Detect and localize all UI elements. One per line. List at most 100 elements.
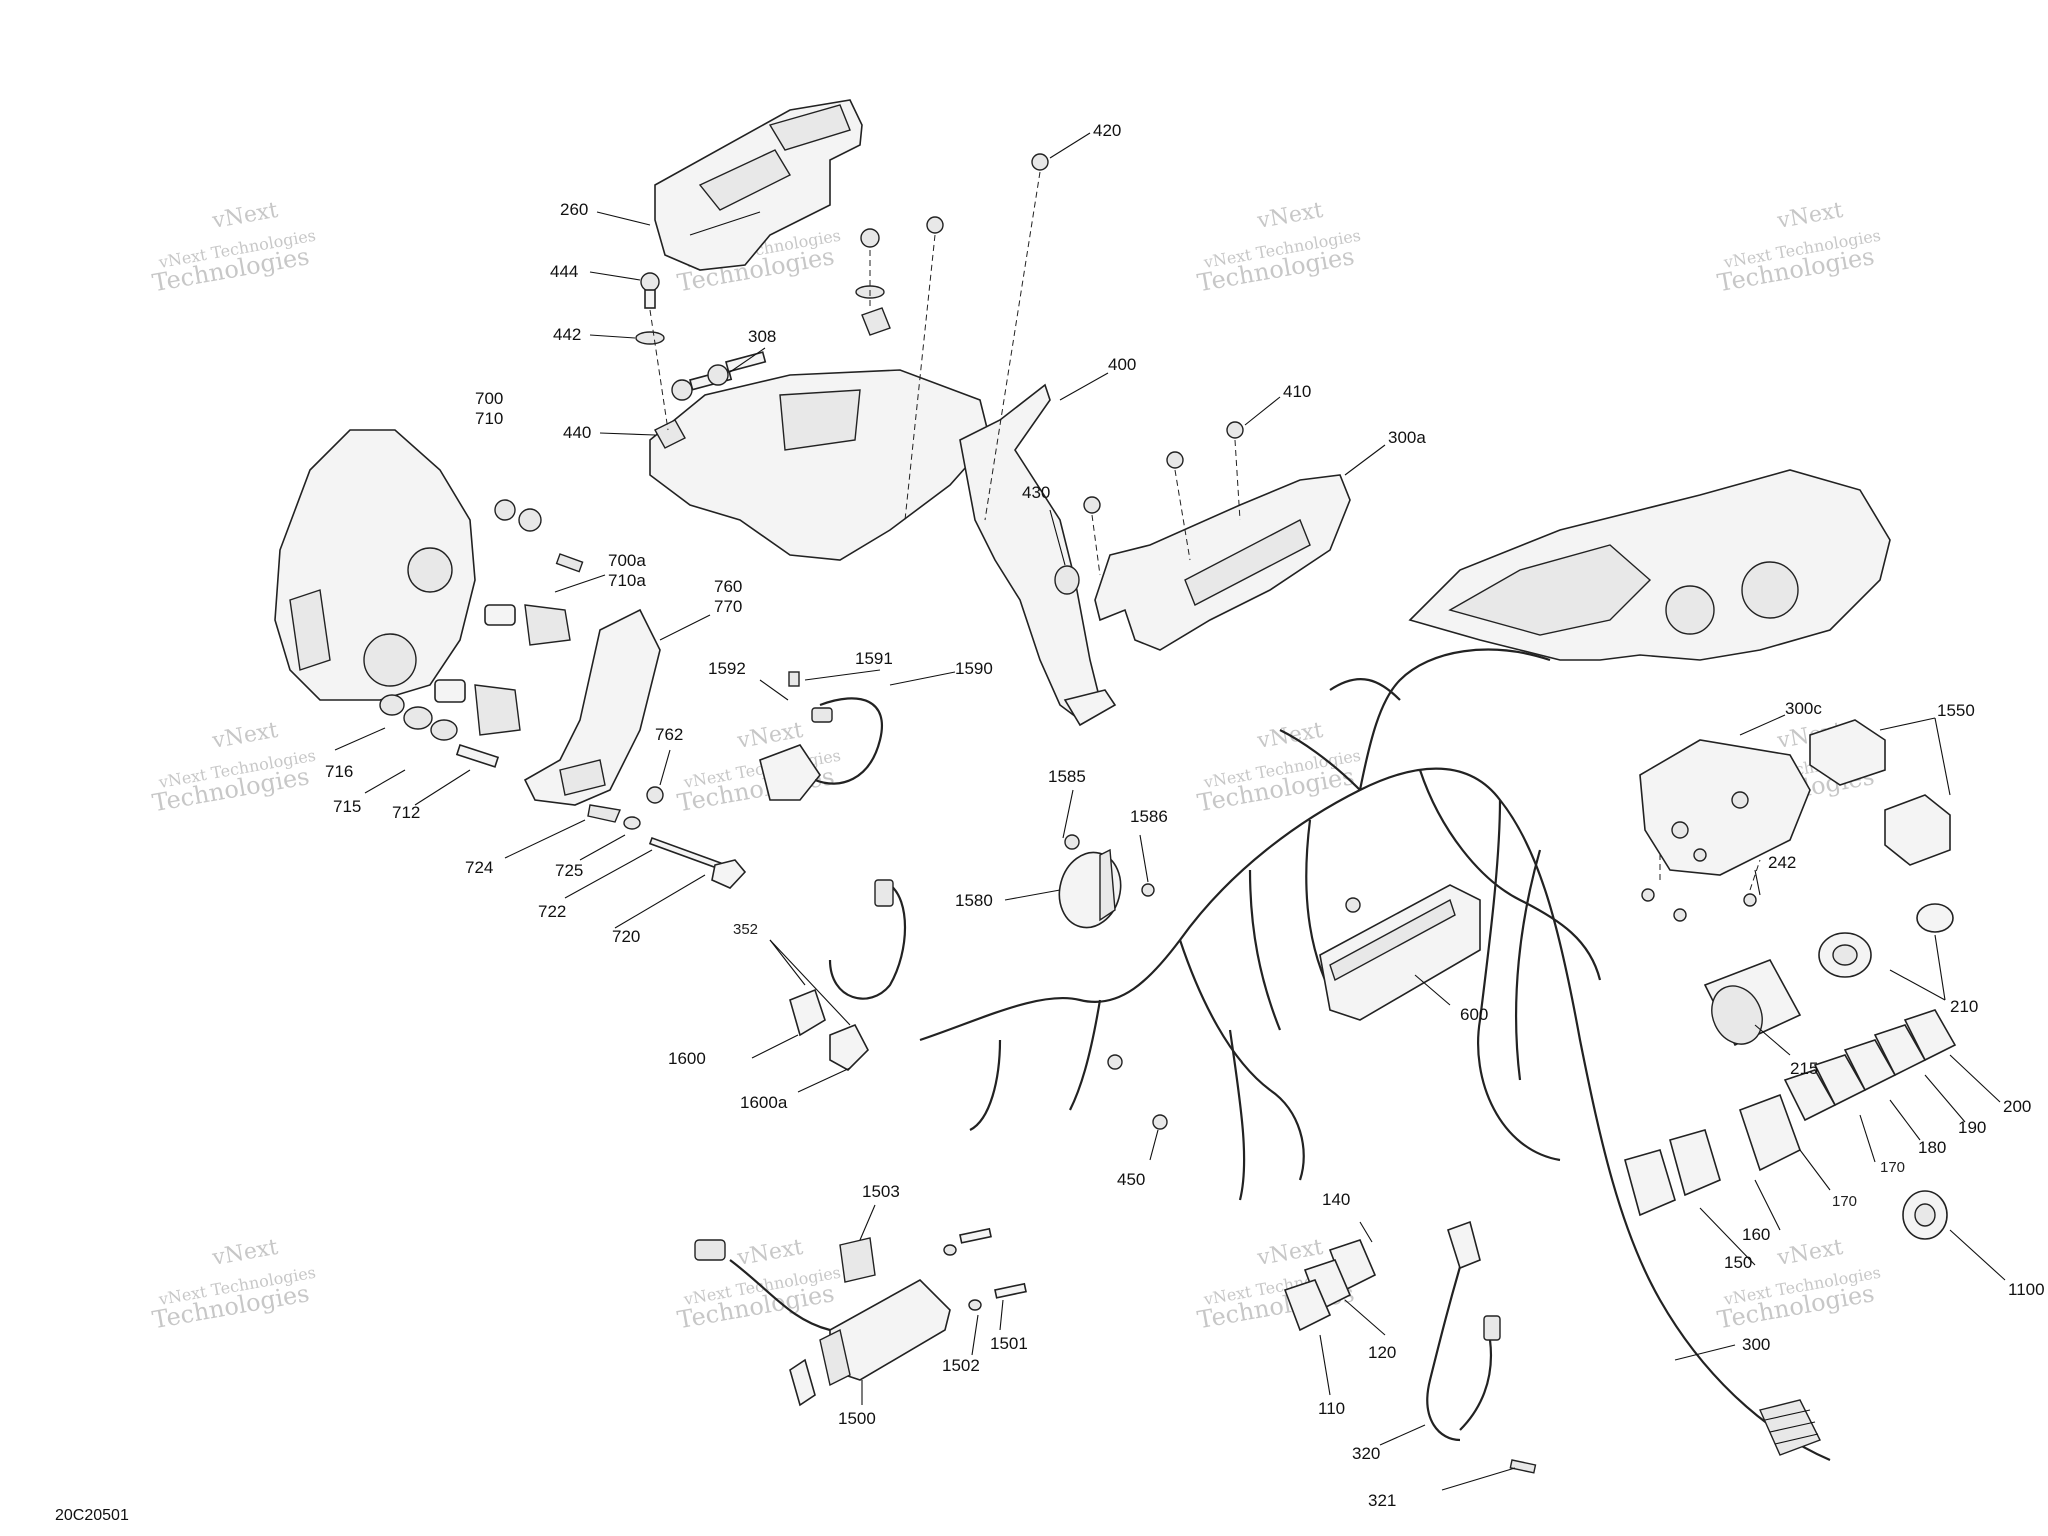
- callout-215: 215: [1790, 1059, 1818, 1078]
- spacer-washers-715: [379, 694, 500, 768]
- watermark: vNext vNext Technologies Technologies: [150, 1235, 317, 1334]
- headlight-left-700: [274, 429, 584, 701]
- callout-710: 710: [475, 409, 503, 428]
- fasteners-top: [635, 153, 1361, 1130]
- bulb-socket-700a: [434, 604, 571, 736]
- callout-712: 712: [392, 803, 420, 822]
- watermark: vNext vNext Technologies Technologies: [150, 198, 317, 297]
- callout-700: 700: [475, 389, 503, 408]
- callout-724: 724: [465, 858, 493, 877]
- switches-row: [1738, 1009, 1957, 1172]
- alignment-lines: [649, 171, 1761, 891]
- relay-plate-300a: [1094, 474, 1351, 651]
- main-wiring-harness: [919, 648, 1831, 1462]
- harness-lead-352: [789, 879, 906, 1071]
- svg-text:vNext: vNext: [1255, 1235, 1325, 1271]
- callout-400: 400: [1108, 355, 1136, 374]
- watermark: vNext vNext Technologies Technologies: [150, 718, 317, 817]
- svg-text:vNext: vNext: [1255, 198, 1325, 234]
- ignition-switch-210: [1818, 903, 1954, 978]
- diagram-reference-code: 20C20501: [55, 1507, 129, 1524]
- harness-tail-300: [1759, 1399, 1821, 1456]
- relays-1550: [1809, 719, 1951, 866]
- callout-720: 720: [612, 927, 640, 946]
- callout-716: 716: [325, 762, 353, 781]
- watermark: vNext vNext Technologies Technologies: [1715, 198, 1882, 297]
- horn-1580: [1058, 834, 1155, 929]
- instrument-module-600: [1319, 884, 1481, 1021]
- callout-1600: 1600: [668, 1049, 706, 1068]
- console-cover-260: [654, 99, 863, 271]
- callout-352: 352: [733, 921, 758, 938]
- callout-260: 260: [560, 200, 588, 219]
- callout-770: 770: [714, 597, 742, 616]
- callout-242: 242: [1768, 853, 1796, 872]
- callout-722: 722: [538, 902, 566, 921]
- screws-242: [1641, 888, 1757, 922]
- callout-1592: 1592: [708, 659, 746, 678]
- callout-430: 430: [1022, 483, 1050, 502]
- callout-308: 308: [748, 327, 776, 346]
- svg-text:vNext: vNext: [735, 1235, 805, 1271]
- callout-170a: 170: [1880, 1159, 1905, 1176]
- power-outlet-1100: [1902, 1190, 1948, 1240]
- fuse-box-300c: [1639, 739, 1811, 876]
- callout-1503: 1503: [862, 1182, 900, 1201]
- callout-300c: 300c: [1785, 699, 1822, 718]
- callout-700a: 700a: [608, 551, 646, 570]
- callout-725: 725: [555, 861, 583, 880]
- callout-321: 321: [1368, 1491, 1396, 1510]
- watermark: vNext vNext Technologies Technologies: [675, 718, 842, 817]
- callout-1600a: 1600a: [740, 1093, 788, 1112]
- adjuster-screw-set-722: [587, 786, 747, 889]
- sensor-1590: [759, 671, 883, 801]
- callout-420: 420: [1093, 121, 1121, 140]
- sub-harness-320: [1426, 1220, 1537, 1474]
- callout-300: 300: [1742, 1335, 1770, 1354]
- svg-text:vNext: vNext: [210, 718, 280, 754]
- callout-1590: 1590: [955, 659, 993, 678]
- rocker-switches-150: [1624, 1129, 1721, 1217]
- callout-1580: 1580: [955, 891, 993, 910]
- callout-762: 762: [655, 725, 683, 744]
- svg-text:vNext: vNext: [1775, 1235, 1845, 1271]
- callout-320: 320: [1352, 1444, 1380, 1463]
- watermark: vNext vNext Technologies Technologies: [1715, 1235, 1882, 1334]
- headlight-right: [1408, 469, 1891, 661]
- callout-170b: 170: [1832, 1193, 1857, 1210]
- callout-600: 600: [1460, 1005, 1488, 1024]
- svg-text:vNext: vNext: [1775, 198, 1845, 234]
- callout-200: 200: [2003, 1097, 2031, 1116]
- callout-120: 120: [1368, 1343, 1396, 1362]
- callout-110: 110: [1318, 1399, 1345, 1418]
- callout-710a: 710a: [608, 571, 646, 590]
- callout-180: 180: [1918, 1138, 1946, 1157]
- support-bracket-400: [649, 369, 1117, 727]
- callout-160: 160: [1742, 1225, 1770, 1244]
- callout-444: 444: [550, 262, 578, 281]
- callout-1100: 1100: [2008, 1280, 2045, 1299]
- callout-1591: 1591: [855, 649, 893, 668]
- switches-110-140: [1283, 1239, 1377, 1332]
- callout-410: 410: [1283, 382, 1311, 401]
- actuator-1500: [694, 1227, 1027, 1407]
- callout-210: 210: [1950, 997, 1978, 1016]
- callout-1501: 1501: [990, 1334, 1028, 1353]
- callout-140: 140: [1322, 1190, 1350, 1209]
- callout-440: 440: [563, 423, 591, 442]
- leader-lines: [334, 132, 2006, 1491]
- callout-1550: 1550: [1937, 701, 1975, 720]
- callout-760: 760: [714, 577, 742, 596]
- callout-1500: 1500: [838, 1409, 876, 1428]
- callout-1502: 1502: [942, 1356, 980, 1375]
- sleeve-215: [1703, 959, 1802, 1047]
- callout-1585: 1585: [1048, 767, 1086, 786]
- adjuster-bracket-760: [523, 608, 661, 806]
- callout-715: 715: [333, 797, 361, 816]
- svg-text:vNext: vNext: [210, 1235, 280, 1271]
- callout-300a: 300a: [1388, 428, 1426, 447]
- watermark-group: vNext vNext Technologies Technologies vN…: [150, 198, 1882, 1334]
- callout-190: 190: [1958, 1118, 1986, 1137]
- callout-150: 150: [1724, 1253, 1752, 1272]
